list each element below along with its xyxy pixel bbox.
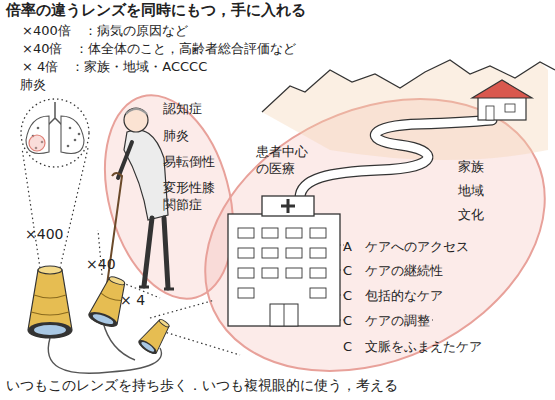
lens-part bbox=[100, 293, 121, 302]
lung-illustration-part bbox=[74, 139, 77, 142]
node-text: C 文脈をふまえたケア bbox=[343, 338, 482, 355]
node-text: 文化 bbox=[458, 206, 484, 223]
magnification-note: ×40倍 ：体全体のこと，高齢者総合評価など bbox=[22, 40, 296, 57]
node-outline bbox=[195, 80, 555, 380]
zoom-circle: 肺炎 bbox=[14, 76, 98, 172]
lung-illustration-part bbox=[37, 127, 40, 130]
lung-illustration-part bbox=[47, 102, 63, 126]
lens-part bbox=[31, 295, 69, 315]
lung-illustration-part bbox=[61, 116, 84, 154]
focus-ellipse: 患者中心 の医療 家族地域文化 A ケアへのアクセス C ケアの継続性 C 包括的なケア… bbox=[195, 80, 555, 380]
node-text: 易転倒性 bbox=[163, 153, 215, 170]
lens-part bbox=[28, 322, 72, 338]
node-text: C 包括的なケア bbox=[343, 287, 443, 304]
lens-cord bbox=[48, 322, 161, 373]
node-text: 家族 bbox=[458, 158, 484, 175]
lung-illustration-part bbox=[78, 133, 81, 136]
lens-part bbox=[158, 318, 170, 328]
lens-label: × 4 bbox=[120, 292, 145, 309]
lens bbox=[137, 316, 174, 356]
lens bbox=[28, 266, 72, 338]
lens-part bbox=[92, 312, 115, 326]
house-part bbox=[505, 104, 515, 112]
caption: いつもこのレンズを持ち歩く．いつも複視眼的に使う，考える bbox=[6, 377, 398, 394]
node-text: 肺炎 bbox=[20, 76, 46, 93]
lens-part bbox=[34, 325, 66, 335]
node-text: A ケアへのアクセス bbox=[343, 238, 469, 255]
lung-illustration bbox=[26, 102, 84, 154]
magnification-note: ×400倍 ：病気の原因など bbox=[22, 22, 188, 39]
lung-illustration-part bbox=[67, 145, 70, 148]
house-part bbox=[472, 80, 532, 98]
lens-cord-part bbox=[48, 322, 161, 373]
lung-illustration-part bbox=[35, 147, 38, 150]
node-text: 変形性膝 関節症 bbox=[163, 179, 219, 213]
leader-line-part bbox=[22, 148, 88, 268]
lens-part bbox=[28, 270, 72, 338]
node-text: 患者中心 の医療 bbox=[256, 143, 312, 177]
title: 倍率の違うレンズを同時にもつ，手に入れる bbox=[6, 2, 306, 19]
lung-illustration-part bbox=[32, 135, 35, 138]
lens-label: ×400 bbox=[25, 226, 63, 243]
node-text: C ケアの継続性 bbox=[343, 262, 443, 279]
lens-part bbox=[137, 317, 173, 356]
magnification-note: × 4倍 ：家族・地域・ACCCC bbox=[22, 58, 207, 75]
lens-label: ×40 bbox=[86, 256, 116, 273]
lens-part bbox=[140, 340, 155, 353]
lung-illustration-part bbox=[69, 127, 72, 130]
lens-part bbox=[108, 275, 125, 286]
lens-part bbox=[38, 266, 62, 274]
lens-part bbox=[137, 338, 159, 356]
node-text: C ケアの調整 bbox=[343, 312, 430, 329]
focus-ellipse-outline bbox=[161, 46, 555, 400]
node-text: 認知症 bbox=[163, 100, 202, 117]
lung-illustration-part bbox=[41, 141, 44, 144]
lens-part bbox=[87, 309, 119, 329]
node-text: 肺炎 bbox=[163, 127, 189, 144]
lung-illustration-part bbox=[29, 135, 45, 151]
zoom-circle-outline bbox=[21, 99, 89, 167]
node-text: 地域 bbox=[458, 182, 484, 199]
lung-illustration-part bbox=[26, 116, 49, 154]
